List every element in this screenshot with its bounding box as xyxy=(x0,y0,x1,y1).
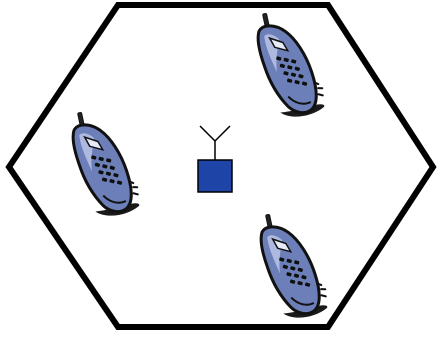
base-station-box xyxy=(198,160,232,192)
